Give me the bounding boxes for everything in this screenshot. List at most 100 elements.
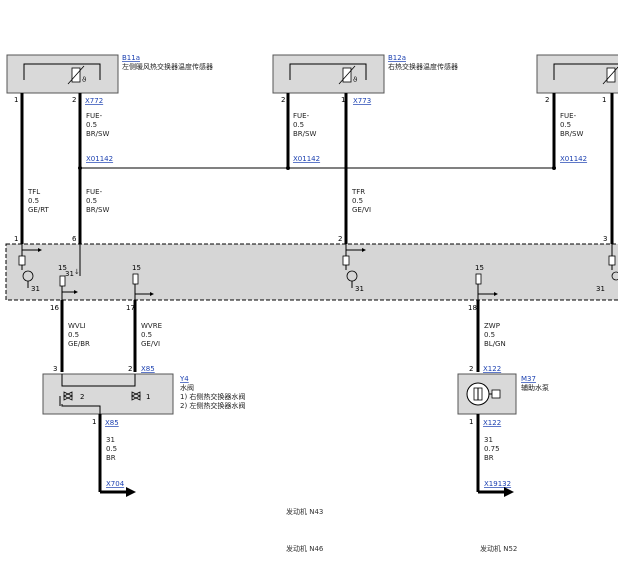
svg-text:ϑ: ϑ [82, 76, 86, 84]
sensor-right-partial[interactable] [536, 54, 618, 94]
connector-x01142[interactable]: X01142 [86, 155, 113, 163]
connector-x704[interactable]: X704 [106, 480, 125, 488]
connector-x773[interactable]: X773 [353, 97, 371, 105]
wire-label: 0.5 [68, 331, 79, 339]
b12a-ref[interactable]: B12a [388, 54, 406, 62]
y4-name: 水阀 [180, 383, 194, 392]
module-internal-input [608, 244, 618, 281]
module-pin-3: 3 [603, 235, 607, 243]
temperature-sensor-icon: ϑ [338, 65, 357, 85]
y4-pin-2: 2 [128, 365, 132, 373]
ground-31: 31 [355, 285, 364, 293]
arrow-right-icon [100, 487, 136, 497]
b12a-name: 右热交换器温度传感器 [388, 62, 458, 71]
wire-label: 0.5 [28, 197, 39, 205]
connector-x01142[interactable]: X01142 [560, 155, 587, 163]
wire-label: BR [484, 454, 494, 462]
splice-dot [552, 166, 556, 170]
sensor-b11a[interactable]: ϑ [6, 54, 119, 94]
module-internal-input [18, 244, 42, 288]
m37-pin-1: 1 [469, 418, 473, 426]
ground-31: 31 [31, 285, 40, 293]
caption-n46: 发动机 N46 [286, 544, 324, 553]
b11a-pin-1: 1 [14, 96, 18, 104]
module-pin-2: 2 [338, 235, 342, 243]
connector-x85[interactable]: X85 [105, 419, 119, 427]
wire-label: BR/SW [86, 206, 109, 214]
module-internal-input: ↓ [74, 244, 81, 276]
caption-n43: 发动机 N43 [286, 507, 323, 516]
wire-label: BR/SW [560, 130, 583, 138]
sensor-b12a[interactable]: ϑ [272, 54, 385, 94]
y4-pin-3: 3 [53, 365, 57, 373]
b12a-pin-1: 1 [341, 96, 345, 104]
wire-label: FUE- [86, 188, 103, 196]
ground-31: 31 [596, 285, 605, 293]
y4-ref[interactable]: Y4 [179, 375, 189, 383]
wire-label: WVLI [68, 322, 86, 330]
connector-x01142[interactable]: X01142 [293, 155, 320, 163]
wire-label: WVRE [141, 322, 162, 330]
wire-label: 0.5 [484, 331, 495, 339]
module-pin-16: 16 [50, 304, 59, 312]
wire-label: FUE- [560, 112, 577, 120]
wire-label: GE/VI [141, 340, 160, 348]
auxiliary-pump-m37[interactable] [457, 373, 517, 415]
wire-label: 0.5 [352, 197, 363, 205]
connector-x85[interactable]: X85 [141, 365, 155, 373]
supply-15: 15 [132, 264, 141, 272]
svg-text:↓: ↓ [74, 268, 80, 276]
wire-label: TFR [351, 188, 365, 196]
module-internal-input [342, 244, 366, 288]
valve-icon [59, 391, 73, 406]
temperature-sensor-icon: ϑ [67, 65, 86, 85]
wire-label: BR/SW [86, 130, 109, 138]
wire-label: 31 [484, 436, 493, 444]
pump-motor-icon [466, 382, 501, 406]
ground-31: 31 [65, 270, 74, 278]
water-valve-y4[interactable] [42, 373, 174, 415]
control-module[interactable] [5, 243, 618, 301]
wire-label: 0.5 [141, 331, 152, 339]
y4-pin-1: 1 [92, 418, 96, 426]
wire-label: 0.5 [86, 197, 97, 205]
wire-label: 31 [106, 436, 115, 444]
connector-x19132[interactable]: X19132 [484, 480, 511, 488]
b-right-pin-2: 2 [545, 96, 549, 104]
module-pin-18: 18 [468, 304, 477, 312]
wire-label: 0.5 [560, 121, 571, 129]
wire-label: 0.5 [293, 121, 304, 129]
svg-text:ϑ: ϑ [353, 76, 357, 84]
temperature-sensor-icon [602, 66, 618, 85]
b11a-pin-2: 2 [72, 96, 76, 104]
connector-x772[interactable]: X772 [85, 97, 103, 105]
b11a-name: 左侧暖风热交换器温度传感器 [122, 62, 213, 71]
wire-label: ZWP [484, 322, 500, 330]
wire-label: GE/VI [352, 206, 371, 214]
connector-x122[interactable]: X122 [483, 419, 501, 427]
wire-label: BR/SW [293, 130, 316, 138]
module-pin-6: 6 [72, 235, 77, 243]
caption-n52: 发动机 N52 [480, 544, 517, 553]
wire-label: BR [106, 454, 116, 462]
arrow-right-icon [478, 487, 514, 497]
wire-label: 0.5 [106, 445, 117, 453]
y4-note-2: 2) 左侧热交换器水阀 [180, 401, 245, 410]
y4-note-1: 1) 右侧热交换器水阀 [180, 392, 245, 401]
wire-label: FUE- [86, 112, 103, 120]
splice-dot [78, 166, 82, 170]
m37-ref[interactable]: M37 [521, 375, 536, 383]
module-internal-fuse [59, 275, 78, 300]
m37-pin-2: 2 [469, 365, 473, 373]
supply-15: 15 [475, 264, 484, 272]
valve-2: 2 [80, 393, 84, 401]
wire-label: GE/BR [68, 340, 90, 348]
b11a-ref[interactable]: B11a [122, 54, 140, 62]
connector-x122[interactable]: X122 [483, 365, 501, 373]
wire-label: FUE- [293, 112, 310, 120]
wire-label: 0.5 [86, 121, 97, 129]
wire-label: TFL [27, 188, 40, 196]
splice-dot [286, 166, 290, 170]
valve-1: 1 [146, 393, 150, 401]
